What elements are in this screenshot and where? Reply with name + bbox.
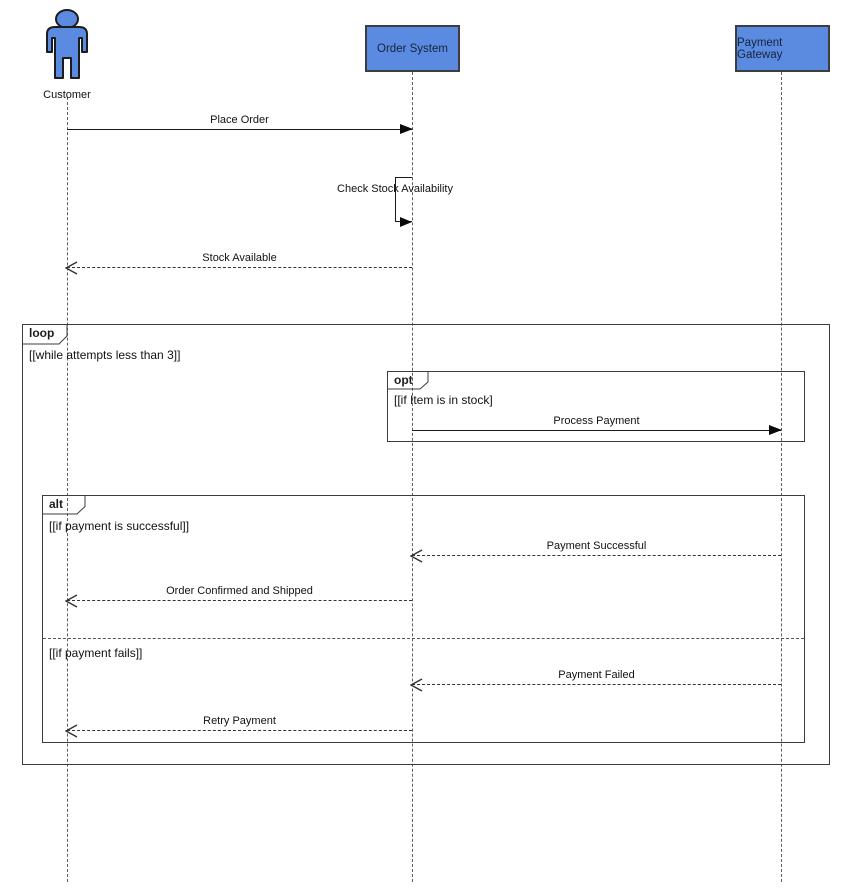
opt-operator-label: opt [394,373,413,387]
fragment-tab-shape-icon [42,495,86,515]
message-line [65,724,412,738]
actor-customer-label: Customer [43,89,91,101]
arrowhead-open-icon [410,678,423,692]
message-label: Process Payment [553,415,640,427]
arrowhead-open-icon [65,594,78,608]
opt-operator-tab: opt [387,371,429,395]
message-stock-available[interactable]: Stock Available [65,251,412,275]
message-order-confirmed[interactable]: Order Confirmed and Shipped [65,584,412,608]
alt-divider [43,638,804,639]
lifeline-payment-gateway [781,72,782,882]
message-line [410,549,781,563]
message-process-payment[interactable]: Process Payment [412,414,782,435]
arrowhead-open-icon [65,724,78,738]
actor-customer[interactable]: Customer [40,8,94,101]
message-payment-successful[interactable]: Payment Successful [410,539,781,563]
lifeline-order-system [412,72,413,882]
arrowhead-filled-icon [400,217,412,227]
message-retry-payment[interactable]: Retry Payment [65,714,412,738]
participant-payment-gateway[interactable]: Payment Gateway [735,25,830,72]
message-line [410,678,781,692]
message-label: Order Confirmed and Shipped [166,585,313,597]
message-line [67,124,413,134]
participant-order-system[interactable]: Order System [365,25,460,72]
person-icon [46,9,88,79]
loop-operator-tab: loop [22,324,68,350]
alt-operator-tab: alt [42,495,86,520]
lifeline-customer [67,97,68,882]
message-label: Place Order [210,114,269,126]
opt-guard: [[if Item is in stock] [394,393,493,407]
message-payment-failed[interactable]: Payment Failed [410,668,781,692]
message-label: Payment Failed [558,669,635,681]
fragment-alt[interactable]: alt [[if payment is successful]] [[if pa… [42,495,805,743]
message-place-order[interactable]: Place Order [67,113,413,134]
message-line [65,594,412,608]
message-line [65,261,412,275]
message-check-stock-self[interactable] [395,177,412,227]
arrowhead-filled-icon [400,124,413,134]
message-label: Stock Available [202,252,277,264]
loop-operator-label: loop [29,326,55,340]
fragment-opt[interactable]: opt [[if Item is in stock] [387,371,805,442]
arrowhead-open-icon [410,549,423,563]
fragment-tab-shape-icon [387,371,429,390]
arrowhead-open-icon [65,261,78,275]
message-label: Payment Successful [546,540,647,552]
fragment-loop[interactable]: loop [[while attempts less than 3]] [22,324,830,765]
alt-operator-label: alt [49,497,64,511]
participant-order-system-label: Order System [377,42,448,55]
message-label: Retry Payment [203,715,276,727]
loop-guard: [[while attempts less than 3]] [29,348,181,362]
message-line [412,425,782,435]
alt-guard-success: [[if payment is successful]] [49,519,190,533]
arrowhead-filled-icon [769,425,782,435]
fragment-tab-shape-icon [22,324,68,345]
participant-payment-gateway-label: Payment Gateway [737,36,783,61]
alt-guard-fail: [[if payment fails]] [49,646,143,660]
